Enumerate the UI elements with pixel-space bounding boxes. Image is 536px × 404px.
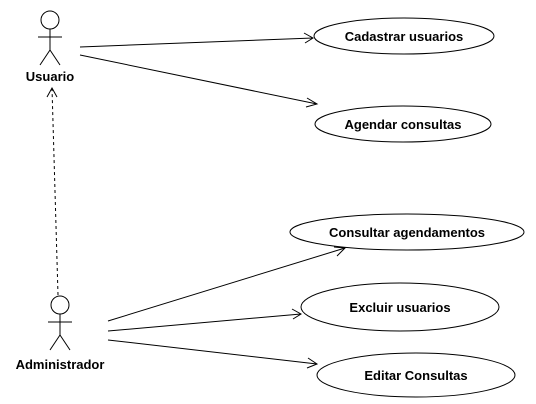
association-administrador-consultar[interactable] [107,246,347,322]
use-case-editar-consultas[interactable]: Editar Consultas [316,352,516,398]
use-case-agendar-consultas-ellipse [314,105,492,143]
actor-administrador-figure [48,295,72,351]
use-case-excluir-usuarios[interactable]: Excluir usuarios [300,282,500,332]
association-administrador-editar[interactable] [107,339,319,369]
use-case-cadastrar-usuarios-label: Cadastrar usuarios [345,29,464,44]
use-case-agendar-consultas[interactable]: Agendar consultas [314,105,492,143]
use-case-consultar-agendamentos-ellipse [289,213,525,251]
association-usuario-agendar[interactable] [79,54,319,108]
generalization-administrador-usuario[interactable] [46,86,59,296]
use-case-cadastrar-usuarios-ellipse [313,17,495,55]
use-case-consultar-agendamentos-label: Consultar agendamentos [329,225,485,240]
association-usuario-cadastrar[interactable] [79,32,314,48]
use-case-excluir-usuarios-ellipse [300,282,500,332]
actor-administrador[interactable]: Administrador [16,295,105,372]
use-case-editar-consultas-label: Editar Consultas [364,368,467,383]
use-case-cadastrar-usuarios[interactable]: Cadastrar usuarios [313,17,495,55]
use-case-excluir-usuarios-label: Excluir usuarios [349,300,450,315]
actor-administrador-label: Administrador [16,357,105,372]
use-case-consultar-agendamentos[interactable]: Consultar agendamentos [289,213,525,251]
actor-usuario-figure [38,10,62,66]
association-administrador-excluir[interactable] [107,308,302,332]
use-case-agendar-consultas-label: Agendar consultas [344,117,461,132]
actor-usuario[interactable]: Usuario [26,10,74,84]
use-case-editar-consultas-ellipse [316,352,516,398]
actor-usuario-label: Usuario [26,69,74,84]
